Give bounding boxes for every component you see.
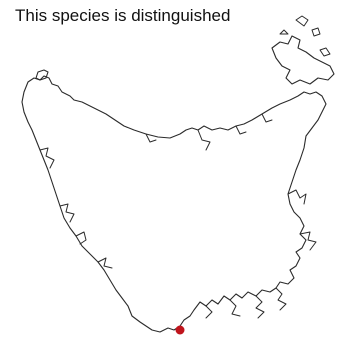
coast-detail-west	[39, 147, 113, 269]
coast-detail-east	[205, 189, 317, 319]
species-description-text: This species is distinguished	[15, 6, 231, 25]
nw-island-outline	[35, 69, 49, 81]
flinders-island-outline	[271, 35, 335, 85]
tasmania-coastline	[21, 75, 327, 333]
location-dot-icon	[175, 325, 185, 335]
ne-islets	[279, 15, 331, 57]
coast-detail-north	[145, 113, 273, 151]
